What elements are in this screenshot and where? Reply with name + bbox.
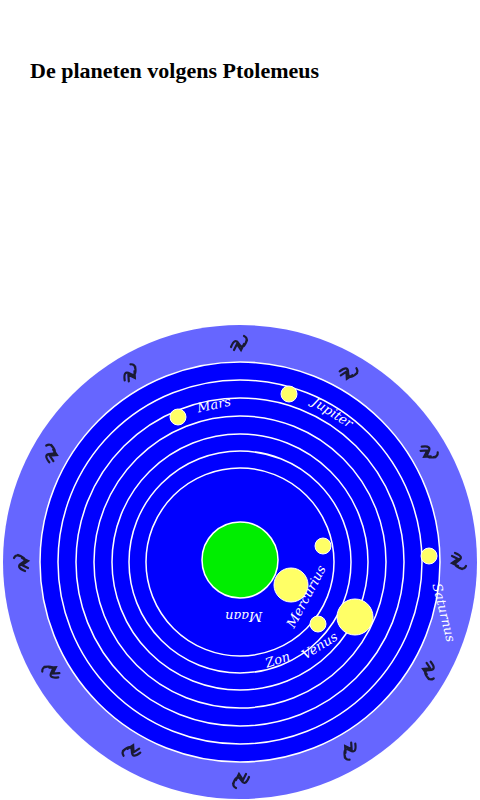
zodiac-symbol: [420, 660, 440, 681]
diagram-title: De planeten volgens Ptolemeus: [30, 58, 319, 84]
zodiac-symbol: [233, 774, 249, 788]
zodiac-symbol: [452, 553, 466, 569]
zodiac-ring: [3, 325, 477, 799]
zodiac-symbols: [14, 336, 466, 788]
zodiac-symbol: [40, 443, 60, 464]
zodiac-symbol: [121, 742, 142, 762]
zodiac-symbol: [119, 363, 140, 383]
sky-disk: [40, 362, 440, 762]
zodiac-symbol: [41, 662, 61, 683]
zodiac-symbol: [14, 555, 28, 571]
planet-name: Maan: [225, 610, 262, 623]
zodiac-symbol: [231, 336, 247, 350]
orbit-circles: [58, 380, 422, 744]
zodiac-symbol: [419, 441, 439, 462]
planets: [170, 386, 437, 635]
zodiac-symbol: [340, 741, 361, 761]
earth: [202, 522, 278, 598]
zodiac-symbol: [338, 362, 359, 382]
